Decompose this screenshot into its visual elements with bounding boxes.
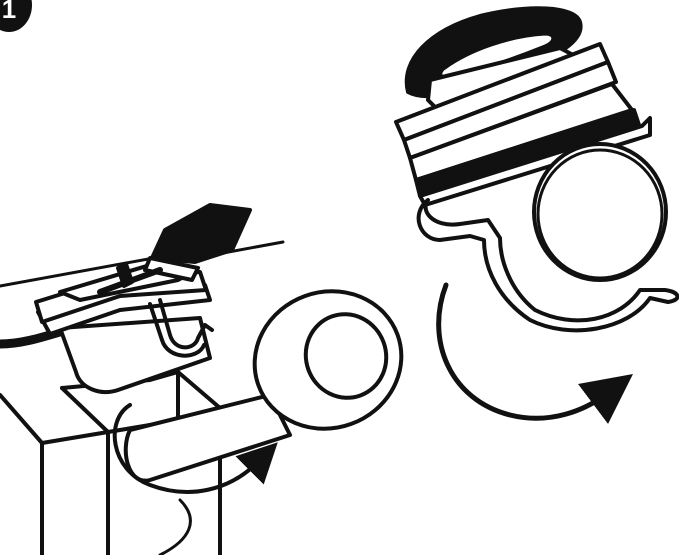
clip-assembly-illustration	[0, 205, 421, 555]
stem-cap-illustration	[396, 8, 677, 418]
clip-body	[36, 205, 250, 392]
